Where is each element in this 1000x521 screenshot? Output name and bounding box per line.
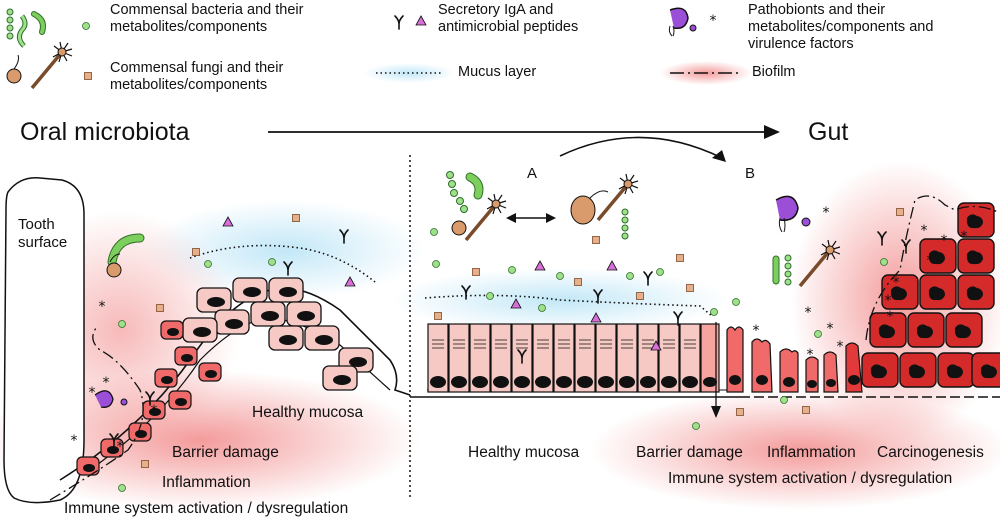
curve-arrow-icon xyxy=(559,136,723,159)
oral-immune-label: Immune system activation / dysregulation xyxy=(64,500,349,517)
legend-bacteria-icon xyxy=(6,8,90,48)
panel-a-label: A xyxy=(527,165,538,182)
panel-b-label: B xyxy=(745,165,756,182)
gut-carcinogenesis-label: Carcinogenesis xyxy=(877,444,984,461)
gut-barrier-damage-label: Barrier damage xyxy=(636,444,743,461)
legend-biofilm-label: Biofilm xyxy=(752,64,796,80)
oral-healthy-mucosa-label: Healthy mucosa xyxy=(252,404,364,421)
legend-iga-icon xyxy=(394,15,427,30)
legend-mucus-icon xyxy=(363,63,455,83)
legend-fungi-icon xyxy=(6,40,92,90)
tooth-icon xyxy=(3,177,85,504)
gut-inflammation-label: Inflammation xyxy=(767,444,856,461)
oral-microbiota-heading: Oral microbiota xyxy=(20,118,190,146)
legend-mucus-label: Mucus layer xyxy=(458,64,537,80)
oral-inflammation-label: Inflammation xyxy=(162,474,251,491)
legend-iga-label: Secretory IgA and antimicrobial peptides xyxy=(438,2,579,35)
gut-healthy-mucosa-label: Healthy mucosa xyxy=(468,444,580,461)
legend-biofilm-icon xyxy=(660,61,752,85)
main-arrow-icon xyxy=(268,125,780,139)
gut-heading: Gut xyxy=(808,118,849,146)
gut-damaged-epithelium xyxy=(726,326,863,393)
oral-barrier-damage-label: Barrier damage xyxy=(172,444,279,461)
legend-fungi-label: Commensal fungi and their metabolites/co… xyxy=(110,60,284,93)
tooth-surface-label: Tooth surface xyxy=(18,216,68,251)
legend-pathobiont-icon xyxy=(668,7,717,37)
gut-healthy-epithelium xyxy=(427,323,720,393)
legend-bacteria-label: Commensal bacteria and their metabolites… xyxy=(110,2,304,35)
gut-immune-label: Immune system activation / dysregulation xyxy=(668,470,953,487)
legend-pathobionts-label: Pathobionts and their metabolites/compon… xyxy=(748,2,934,52)
